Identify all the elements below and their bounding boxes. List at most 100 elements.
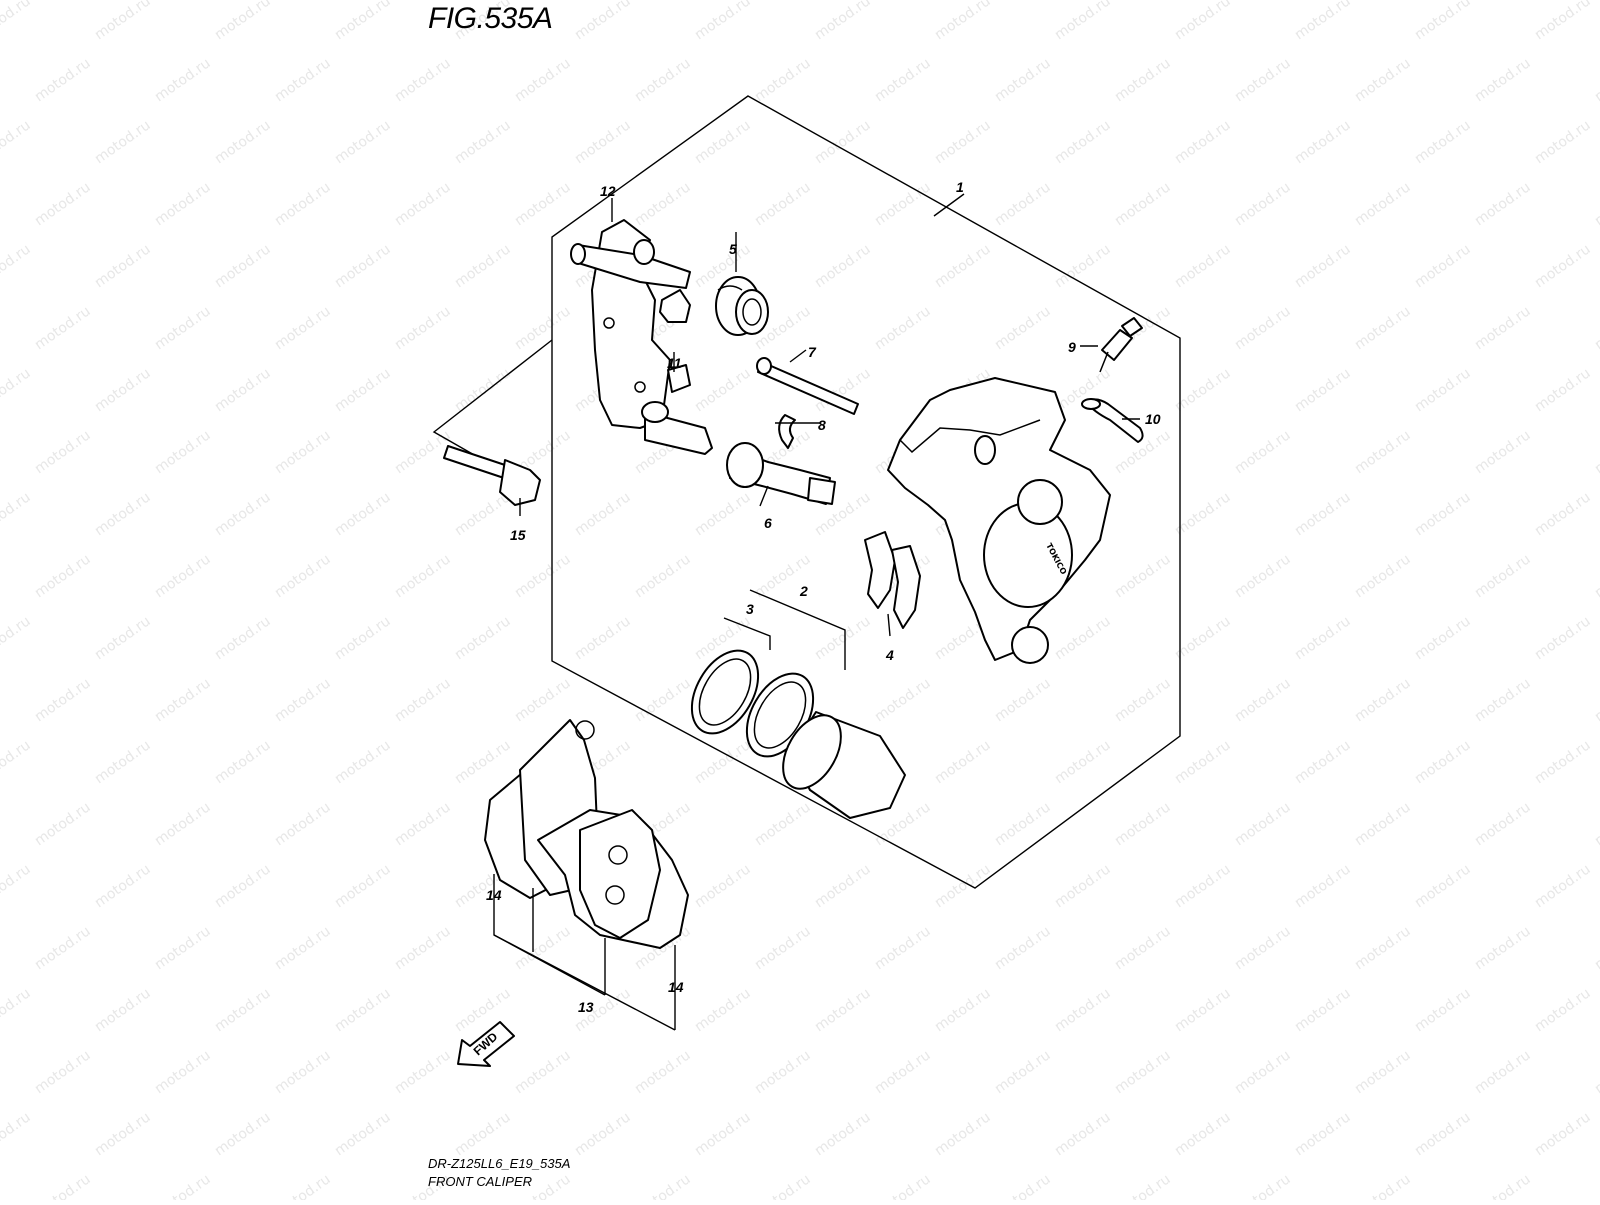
watermark-text: motod.ru [1592, 303, 1600, 353]
watermark-text: motod.ru [512, 179, 574, 229]
watermark-text: motod.ru [812, 1109, 874, 1159]
watermark-text: motod.ru [152, 551, 214, 601]
watermark-text: motod.ru [452, 365, 514, 415]
watermark-text: motod.ru [212, 117, 274, 167]
watermark-text: motod.ru [332, 737, 394, 787]
watermark-text: motod.ru [1532, 861, 1594, 911]
watermark-text: motod.ru [1592, 427, 1600, 477]
watermark-text: motod.ru [1112, 551, 1174, 601]
watermark-text: motod.ru [1412, 241, 1474, 291]
watermark-text: motod.ru [452, 1109, 514, 1159]
watermark-text: motod.ru [452, 737, 514, 787]
watermark-text: motod.ru [332, 861, 394, 911]
watermark-text: motod.ru [1232, 179, 1294, 229]
watermark-text: motod.ru [1052, 117, 1114, 167]
watermark-text: motod.ru [1172, 613, 1234, 663]
watermark-text: motod.ru [1052, 0, 1114, 43]
watermark-text: motod.ru [872, 55, 934, 105]
watermark-text: motod.ru [152, 799, 214, 849]
watermark-text: motod.ru [1532, 737, 1594, 787]
watermark-text: motod.ru [1352, 179, 1414, 229]
watermark-text: motod.ru [1172, 861, 1234, 911]
watermark-text: motod.ru [1292, 985, 1354, 1035]
watermark-text: motod.ru [32, 427, 94, 477]
watermark-text: motod.ru [152, 923, 214, 973]
callout-15: 15 [510, 527, 526, 543]
watermark-text: motod.ru [92, 613, 154, 663]
callout-10: 10 [1145, 411, 1161, 427]
watermark-text: motod.ru [752, 1171, 814, 1200]
watermark-text: motod.ru [92, 117, 154, 167]
caliper-bracket [570, 219, 713, 455]
watermark-text: motod.ru [1232, 923, 1294, 973]
watermark-text: motod.ru [812, 985, 874, 1035]
watermark-text: motod.ru [1232, 799, 1294, 849]
watermark-text: motod.ru [932, 861, 994, 911]
bleeder-valve [1099, 317, 1143, 373]
watermark-text: motod.ru [692, 1109, 754, 1159]
watermark-text: motod.ru [1472, 799, 1534, 849]
watermark-text: motod.ru [1172, 489, 1234, 539]
watermark-text: motod.ru [32, 179, 94, 229]
watermark-text: motod.ru [992, 923, 1054, 973]
callout-11: 11 [667, 355, 682, 371]
watermark-text: motod.ru [752, 1047, 814, 1097]
watermark-text: motod.ru [1292, 241, 1354, 291]
watermark-text: motod.ru [1112, 1047, 1174, 1097]
watermark-text: motod.ru [1352, 551, 1414, 601]
watermark-text: motod.ru [572, 1109, 634, 1159]
watermark-text: motod.ru [632, 55, 694, 105]
watermark-text: motod.ru [92, 0, 154, 43]
watermark-text: motod.ru [1292, 1109, 1354, 1159]
watermark-text: motod.ru [1412, 0, 1474, 43]
callout-4: 4 [885, 647, 894, 663]
watermark-text: motod.ru [932, 117, 994, 167]
watermark-text: motod.ru [152, 1047, 214, 1097]
forward-arrow-icon: FWD [457, 1021, 515, 1067]
watermark-text: motod.ru [692, 489, 754, 539]
watermark-text: motod.ru [1352, 675, 1414, 725]
watermark-text: motod.ru [152, 303, 214, 353]
callout-8: 8 [818, 417, 826, 433]
watermark-text: motod.ru [1112, 55, 1174, 105]
watermark-text: motod.ru [152, 427, 214, 477]
watermark-text: motod.ru [1412, 861, 1474, 911]
watermark-text: motod.ru [1052, 1109, 1114, 1159]
watermark-text: motod.ru [752, 923, 814, 973]
watermark-text: motod.ru [152, 675, 214, 725]
watermark-text: motod.ru [1592, 1047, 1600, 1097]
watermark-text: motod.ru [0, 1109, 34, 1159]
watermark-text: motod.ru [272, 1171, 334, 1200]
watermark-text: motod.ru [0, 0, 34, 43]
watermark-text: motod.ru [812, 861, 874, 911]
watermark-text: motod.ru [1592, 179, 1600, 229]
watermark-text: motod.ru [92, 737, 154, 787]
watermark-text: motod.ru [212, 861, 274, 911]
watermark-text: motod.ru [0, 365, 34, 415]
watermark-text: motod.ru [752, 799, 814, 849]
watermark-text: motod.ru [1172, 241, 1234, 291]
watermark-text: motod.ru [1292, 365, 1354, 415]
watermark-text: motod.ru [1412, 613, 1474, 663]
watermark-text: motod.ru [512, 923, 574, 973]
watermark-text: motod.ru [812, 0, 874, 43]
watermark-text: motod.ru [0, 241, 34, 291]
watermark-text: motod.ru [1172, 365, 1234, 415]
model-code: DR-Z125LL6_E19_535A [428, 1156, 571, 1171]
figure-subtitle: FRONT CALIPER [428, 1174, 533, 1189]
watermark-text: motod.ru [1352, 1047, 1414, 1097]
watermark-text: motod.ru [512, 551, 574, 601]
watermark-text: motod.ru [1292, 737, 1354, 787]
watermark-text: motod.ru [1532, 117, 1594, 167]
watermark-text: motod.ru [212, 1109, 274, 1159]
watermark-text: motod.ru [1472, 55, 1534, 105]
watermark-text: motod.ru [992, 303, 1054, 353]
watermark-text: motod.ru [32, 675, 94, 725]
watermark-text: motod.ru [1292, 613, 1354, 663]
watermark-text: motod.ru [332, 1109, 394, 1159]
watermark-text: motod.ru [1532, 1109, 1594, 1159]
watermark-text: motod.ru [1472, 551, 1534, 601]
watermark-text: motod.ru [1412, 737, 1474, 787]
watermark-text: motod.ru [1592, 1171, 1600, 1200]
